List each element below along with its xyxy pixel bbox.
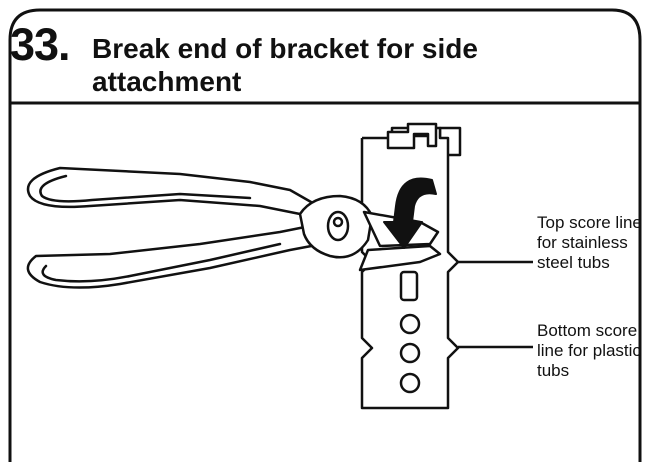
bracket-hole-3 xyxy=(399,372,421,394)
bracket-hook xyxy=(386,122,438,150)
pliers-upper-handle xyxy=(26,166,320,216)
pliers xyxy=(26,166,442,289)
bracket-hole-1 xyxy=(399,313,421,335)
pliers-lower-handle xyxy=(26,224,324,289)
pliers-lower-jaw xyxy=(358,244,442,272)
bracket-hole-2 xyxy=(399,342,421,364)
step-header: 33. Break end of bracket for side attach… xyxy=(10,22,640,102)
panel-border xyxy=(8,8,642,462)
step-title: Break end of bracket for side attachment xyxy=(92,33,478,97)
bend-arrow-icon xyxy=(383,177,437,249)
callout-top-score-line: Top score line for stainless steel tubs xyxy=(537,213,642,272)
step-number: 33. xyxy=(10,19,71,70)
callout-bottom-score-line: Bottom score line for plastic tubs xyxy=(537,321,641,380)
bracket-slot xyxy=(399,270,419,302)
